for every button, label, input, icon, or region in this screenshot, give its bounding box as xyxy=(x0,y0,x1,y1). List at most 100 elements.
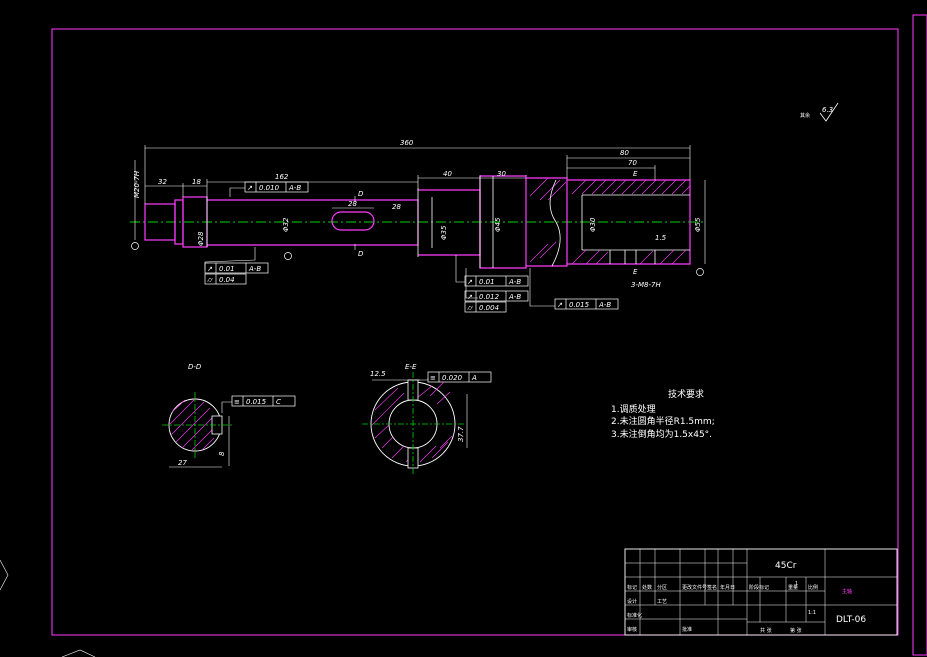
tolerance-val: 0.01 xyxy=(219,265,235,273)
section-ee: E-E 12.5 37.7 xyxy=(362,363,468,476)
title-block-label: 重量 xyxy=(788,584,798,591)
leader-lines xyxy=(204,187,555,307)
tolerance-val: 0.004 xyxy=(479,304,499,312)
corner-mark-bottom-icon xyxy=(61,649,96,657)
dim-162: 162 xyxy=(275,173,289,181)
title-scale: 1 xyxy=(795,581,798,587)
dim-chamfer: 1.5 xyxy=(655,234,667,242)
tolerance-sym: ⌭ xyxy=(207,276,213,284)
section-ee-hatch xyxy=(371,381,453,463)
tolerance-sym: ↗ xyxy=(467,278,473,286)
drawing-border xyxy=(51,28,899,636)
title-block-label: 审核 xyxy=(627,626,637,633)
tech-req-title: 技术要求 xyxy=(668,388,704,400)
tolerance-sym: ≡ xyxy=(430,374,436,382)
title-block-label: 签名 xyxy=(707,584,717,591)
tolerance-frame: ⌭ 0.004 xyxy=(464,301,507,313)
corner-mark-icon xyxy=(0,559,9,591)
section-ee-title: E-E xyxy=(405,363,417,371)
title-block-label: 第 张 xyxy=(790,627,802,634)
section-mark-d-top: D xyxy=(358,190,364,198)
title-block-label: 设计 xyxy=(627,598,637,605)
tolerance-datum: A-B xyxy=(288,184,301,192)
dim-d30: Φ30 xyxy=(589,217,597,232)
tolerance-datum: A xyxy=(471,374,477,382)
section-mark-e-bottom: E xyxy=(633,268,638,276)
title-block-label: 批准 xyxy=(682,626,692,633)
tolerance-datum: A-B xyxy=(248,265,261,273)
dim-d55: Φ55 xyxy=(694,217,702,232)
tolerance-frame: ↗ 0.015 A-B xyxy=(554,298,619,310)
dim-32: 32 xyxy=(158,178,167,186)
title-block-label: 共 张 xyxy=(760,627,772,634)
tolerance-val: 0.04 xyxy=(219,276,235,284)
tolerance-datum: C xyxy=(276,398,281,406)
dim-d28: Φ28 xyxy=(197,231,205,246)
surface-finish-note: 其余 6.3 xyxy=(800,102,839,122)
title-block-label: 更改文件号 xyxy=(682,584,707,591)
tolerance-sym: ⌭ xyxy=(467,304,473,312)
dim-key-28b: 28 xyxy=(392,203,401,211)
title-block-label: 标准化 xyxy=(627,612,642,619)
datum-a-icon xyxy=(131,242,139,250)
datum-c-icon xyxy=(284,252,292,260)
tolerance-val: 0.010 xyxy=(259,184,280,192)
technical-requirements: 技术要求 1.调质处理 2.未注圆角半径R1.5mm; 3.未注倒角均为1.5x… xyxy=(611,388,715,440)
section-dd-depth: 8 xyxy=(218,451,226,456)
dim-overall: 360 xyxy=(400,139,414,147)
tolerance-val: 0.015 xyxy=(569,301,590,309)
title-material: 45Cr xyxy=(775,561,797,571)
title-block-label: 标记 xyxy=(627,584,637,591)
title-part-name: 主轴 xyxy=(842,588,852,595)
title-block: 45Cr 主轴 DLT-06 1 1:1 标记处数分区更改文件号签名年月日设计标… xyxy=(624,548,898,636)
finish-value: 6.3 xyxy=(822,106,833,114)
dim-70: 70 xyxy=(628,159,637,167)
section-mark-e-top: E xyxy=(633,170,638,178)
dim-80: 80 xyxy=(620,149,629,157)
tolerance-datum: A-B xyxy=(598,301,611,309)
dim-30: 30 xyxy=(497,170,506,178)
datum-b-icon xyxy=(696,268,704,276)
tolerance-sym: ↗ xyxy=(207,265,213,273)
tolerance-frame: ↗ 0.01 A-B xyxy=(464,275,529,287)
tolerance-val: 0.01 xyxy=(479,278,495,286)
shaft-main-view: 360 32 18 162 40 30 80 70 28 28 D D E E … xyxy=(130,139,706,307)
section-mark-d-bottom: D xyxy=(358,250,364,258)
section-dd-hatch xyxy=(169,399,215,451)
section-dd-title: D-D xyxy=(188,363,202,371)
tolerance-datum: A-B xyxy=(508,293,521,301)
dim-key-28: 28 xyxy=(348,200,357,208)
tolerance-sym: ↗ xyxy=(557,301,563,309)
tolerance-val: 0.012 xyxy=(479,293,500,301)
break-line xyxy=(549,179,561,267)
title-block-label: 比例 xyxy=(808,584,818,591)
title-ratio: 1:1 xyxy=(808,610,816,616)
tech-req-item-1: 1.调质处理 xyxy=(611,403,656,415)
section-dd-width: 27 xyxy=(178,459,187,467)
hatch-bottom xyxy=(529,241,687,265)
title-block-label: 年月日 xyxy=(720,584,735,591)
section-ee-depth: 37.7 xyxy=(457,426,465,442)
tolerance-frame: ↗ 0.01 A-B xyxy=(204,262,269,274)
finish-prefix: 其余 xyxy=(800,112,810,119)
shaft-contour xyxy=(206,176,690,268)
tolerance-frame: ⌭ 0.04 xyxy=(204,273,247,285)
title-block-grid xyxy=(625,549,897,635)
title-block-label: 处数 xyxy=(642,584,652,591)
tech-req-item-3: 3.未注倒角均为1.5x45°. xyxy=(611,428,712,440)
dim-d32: Φ32 xyxy=(282,217,290,232)
outer-frame xyxy=(912,14,927,656)
section-dd: D-D 27 8 xyxy=(162,363,232,468)
tolerance-datum: A-B xyxy=(508,278,521,286)
title-block-label: 阶段标记 xyxy=(749,584,769,591)
dim-40: 40 xyxy=(443,170,452,178)
dim-d45: Φ45 xyxy=(494,217,502,232)
title-block-labels: 标记处数分区更改文件号签名年月日设计标准化审核工艺批准阶段标记重量比例共 张第 … xyxy=(627,584,818,634)
section-ee-width: 12.5 xyxy=(370,370,386,378)
dim-m20: M20-7H xyxy=(133,170,141,198)
